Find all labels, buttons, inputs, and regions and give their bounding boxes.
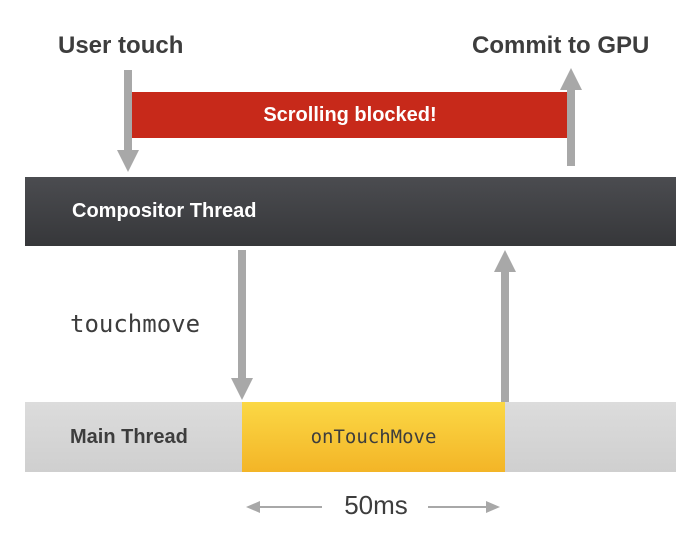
touchmove-down-arrow (231, 250, 253, 400)
commit-to-gpu-label: Commit to GPU (472, 32, 650, 59)
compositor-thread-label: Compositor Thread (72, 200, 257, 222)
compositor-thread-bar: Compositor Thread (25, 177, 676, 246)
touchmove-label: touchmove (70, 310, 201, 338)
user-touch-down-arrow (117, 70, 139, 172)
main-to-compositor-up-arrow (494, 250, 516, 402)
main-thread-bar: Main Thread onTouchMove (25, 402, 676, 472)
scrolling-blocked-label: Scrolling blocked! (263, 103, 437, 126)
main-thread-label: Main Thread (70, 425, 188, 448)
on-touch-move-block: onTouchMove (242, 402, 505, 472)
user-touch-label: User touch (58, 32, 184, 59)
scrolling-blocked-bar: Scrolling blocked! (130, 92, 570, 138)
duration-left-arrow (246, 501, 322, 513)
duration-right-arrow (428, 501, 500, 513)
on-touch-move-label: onTouchMove (310, 426, 437, 448)
duration-label: 50ms (344, 490, 408, 520)
commit-up-arrow (560, 68, 582, 166)
